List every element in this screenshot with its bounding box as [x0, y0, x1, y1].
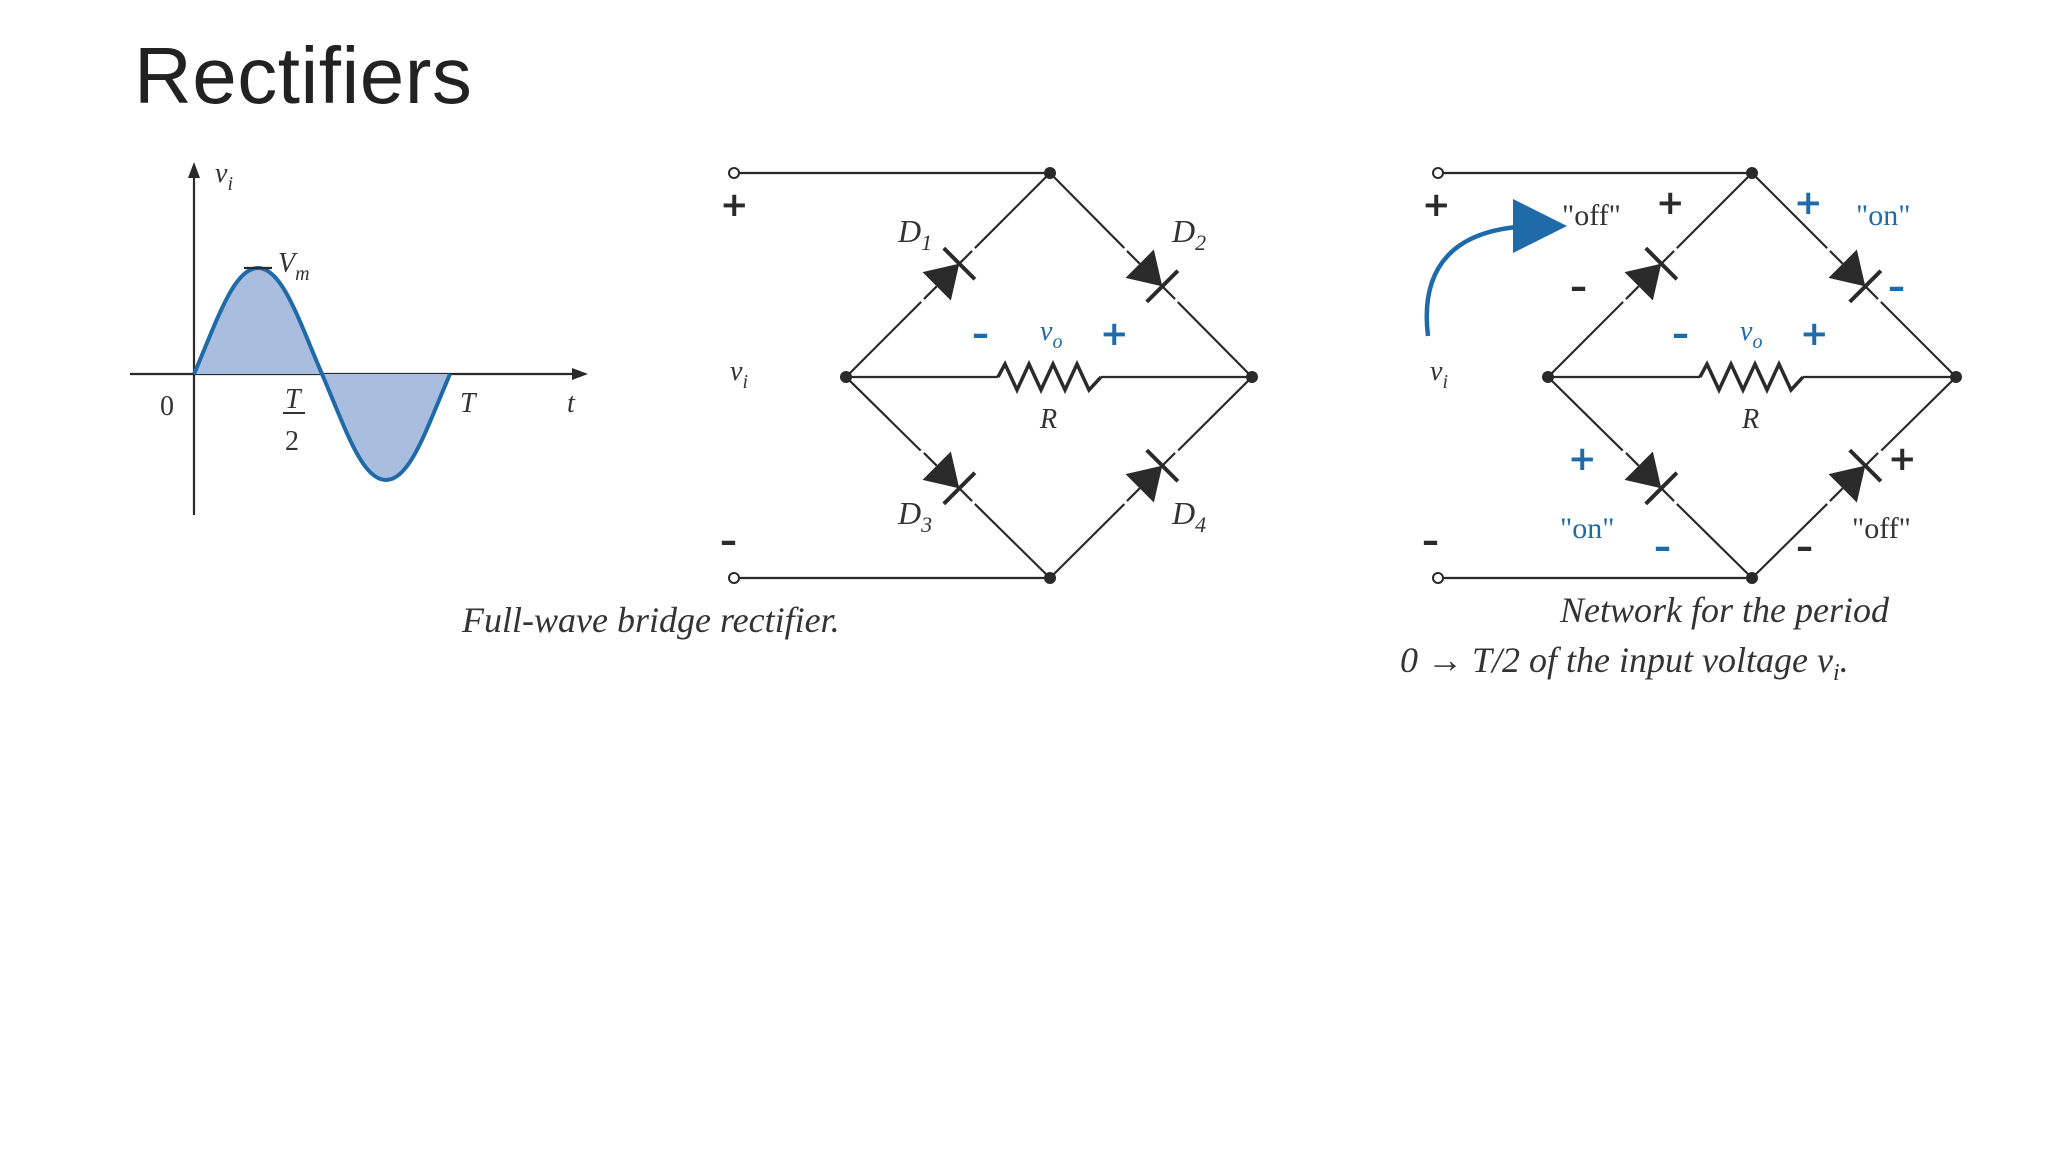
d4-state-label: "off": [1852, 512, 1911, 545]
diode-d3: [902, 431, 994, 523]
d4-minus-sign: –: [1796, 527, 1813, 567]
d4-plus-sign: +: [1888, 439, 1917, 479]
input-voltage-arrow: [1424, 199, 1567, 337]
bottom-terminal: [728, 572, 740, 584]
resistor: [996, 359, 1103, 395]
top-terminal: [728, 167, 740, 179]
diode-d4: [1105, 431, 1197, 523]
diode-d1: [902, 229, 994, 321]
input-voltage-label: vi: [730, 356, 748, 393]
output-voltage-label: vo: [1740, 316, 1762, 353]
x-axis-arrow: [572, 368, 588, 380]
d3-plus-sign: +: [1568, 439, 1597, 479]
period-label: T: [460, 388, 478, 419]
negative-terminal-sign: –: [720, 521, 737, 561]
diode-d2: [1105, 229, 1197, 321]
bridge-caption: Full-wave bridge rectifier.: [461, 600, 840, 640]
diode-d3: [1604, 431, 1696, 523]
sine-curve: [192, 265, 452, 483]
y-axis-label: vi: [215, 158, 233, 195]
resistor: [1698, 359, 1805, 395]
diode-d2: [1808, 229, 1900, 321]
bottom-terminal: [1432, 572, 1444, 584]
network-caption-line1: Network for the period: [1559, 590, 1890, 630]
positive-terminal-sign: +: [720, 185, 749, 225]
d1-state-label: "off": [1562, 199, 1621, 232]
peak-label: Vm: [278, 248, 310, 285]
d2-plus-sign: +: [1794, 183, 1823, 223]
d4-label: D4: [1171, 495, 1206, 537]
d2-minus-sign: –: [1888, 267, 1905, 307]
negative-terminal-sign: –: [1422, 521, 1439, 561]
conduction-network-circuit: + – vi – vo + R "off" + – + "on" –: [1400, 167, 1962, 686]
output-positive-sign: +: [1100, 314, 1129, 354]
input-waveform: vi Vm 0 T 2 T t: [130, 158, 588, 515]
positive-terminal-sign: +: [1422, 185, 1451, 225]
y-axis-arrow: [188, 162, 200, 178]
d2-label: D2: [1171, 213, 1206, 255]
half-period-denominator: 2: [285, 426, 299, 457]
d1-minus-sign: –: [1570, 267, 1587, 307]
d2-state-label: "on": [1856, 199, 1911, 232]
slide-title: Rectifiers: [134, 31, 473, 120]
x-axis-label: t: [567, 388, 576, 419]
positive-half-cycle: [194, 268, 322, 374]
d1-label: D1: [897, 213, 932, 255]
d3-label: D3: [897, 495, 932, 537]
resistor-label: R: [1039, 404, 1057, 435]
d1-plus-sign: +: [1656, 183, 1685, 223]
diode-d1: [1604, 229, 1696, 321]
d3-minus-sign: –: [1654, 527, 1671, 567]
network-caption-line2: 0 → T/2 of the input voltage vi.: [1400, 640, 1849, 686]
top-terminal: [1432, 167, 1444, 179]
input-voltage-label: vi: [1430, 356, 1448, 393]
output-negative-sign: –: [1672, 314, 1689, 354]
bridge-rectifier-circuit: + – vi – vo + R D1 D2: [461, 167, 1258, 640]
resistor-label: R: [1741, 404, 1759, 435]
negative-half-cycle: [322, 374, 450, 480]
output-voltage-label: vo: [1040, 316, 1062, 353]
origin-label: 0: [160, 391, 174, 422]
diode-d4: [1808, 431, 1900, 523]
output-negative-sign: –: [972, 314, 989, 354]
output-positive-sign: +: [1800, 314, 1829, 354]
d3-state-label: "on": [1560, 512, 1615, 545]
half-period-numerator: T: [285, 384, 303, 415]
